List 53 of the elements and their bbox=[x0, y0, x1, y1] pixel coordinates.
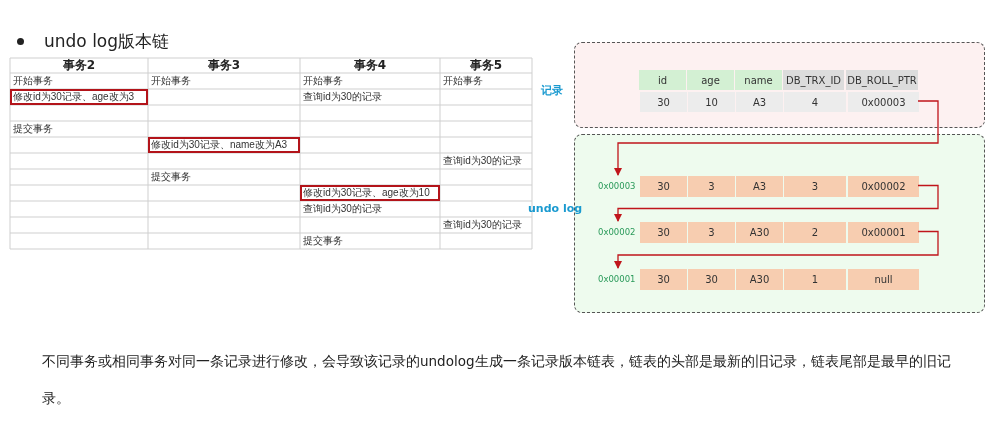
address-label: 0x00003 bbox=[598, 181, 636, 191]
table-cell: 3 bbox=[784, 176, 846, 197]
table-cell: 0x00003 bbox=[848, 92, 919, 112]
column-header: id bbox=[639, 70, 686, 90]
table-cell: 30 bbox=[688, 269, 735, 290]
address-label: 0x00002 bbox=[598, 227, 636, 237]
column-header: 事务4 bbox=[352, 58, 388, 73]
table-text: 开始事务 bbox=[150, 74, 191, 88]
table-cell: A3 bbox=[736, 176, 783, 197]
table-text: 开始事务 bbox=[442, 74, 483, 88]
highlighted-cell: 修改id为30记录、name改为A3 bbox=[148, 137, 300, 153]
column-header: 事务5 bbox=[468, 58, 504, 73]
table-text: 开始事务 bbox=[12, 74, 53, 88]
table-cell: 30 bbox=[640, 222, 687, 243]
title: undo log版本链 bbox=[44, 30, 170, 53]
table-cell: A3 bbox=[736, 92, 783, 112]
column-header: name bbox=[735, 70, 782, 90]
caption: 不同事务或相同事务对同一条记录进行修改，会导致该记录的undolog生成一条记录版本链表，链表的头部是最新的旧记录，链表尾部是最早的旧记录。 bbox=[42, 352, 952, 408]
pointer-arrow bbox=[614, 100, 939, 176]
table-cell: A30 bbox=[736, 222, 783, 243]
table-text: 提交事务 bbox=[12, 122, 53, 136]
highlighted-cell: 修改id为30记录、age改为10 bbox=[300, 185, 440, 201]
region-label: 记录 bbox=[541, 83, 563, 98]
column-header: DB_TRX_ID bbox=[783, 70, 844, 90]
table-text: 提交事务 bbox=[302, 234, 343, 248]
table-cell: null bbox=[848, 269, 919, 290]
column-header: 事务2 bbox=[61, 58, 97, 73]
table-text: 开始事务 bbox=[302, 74, 343, 88]
table-cell: 2 bbox=[784, 222, 846, 243]
table-text: 提交事务 bbox=[150, 170, 191, 184]
table-cell: 0x00001 bbox=[848, 222, 919, 243]
address-label: 0x00001 bbox=[598, 274, 636, 284]
column-header: 事务3 bbox=[206, 58, 242, 73]
pointer-arrow bbox=[614, 184, 939, 222]
table-text: 查询id为30的记录 bbox=[442, 154, 522, 168]
region-label: undo log bbox=[528, 202, 583, 215]
table-cell: 30 bbox=[640, 176, 687, 197]
table-cell: A30 bbox=[736, 269, 783, 290]
table-cell: 3 bbox=[688, 176, 735, 197]
table-text: 查询id为30的记录 bbox=[302, 90, 382, 104]
column-header: age bbox=[687, 70, 734, 90]
table-cell: 3 bbox=[688, 222, 735, 243]
table-text: 查询id为30的记录 bbox=[442, 218, 522, 232]
column-header: DB_ROLL_PTR bbox=[846, 70, 918, 90]
table-cell: 30 bbox=[640, 92, 687, 112]
table-cell: 1 bbox=[784, 269, 846, 290]
table-cell: 4 bbox=[784, 92, 846, 112]
table-cell: 10 bbox=[688, 92, 735, 112]
pointer-arrow bbox=[614, 230, 939, 269]
table-cell: 0x00002 bbox=[848, 176, 919, 197]
table-cell: 30 bbox=[640, 269, 687, 290]
highlighted-cell: 修改id为30记录、age改为3 bbox=[10, 89, 148, 105]
table-text: 查询id为30的记录 bbox=[302, 202, 382, 216]
